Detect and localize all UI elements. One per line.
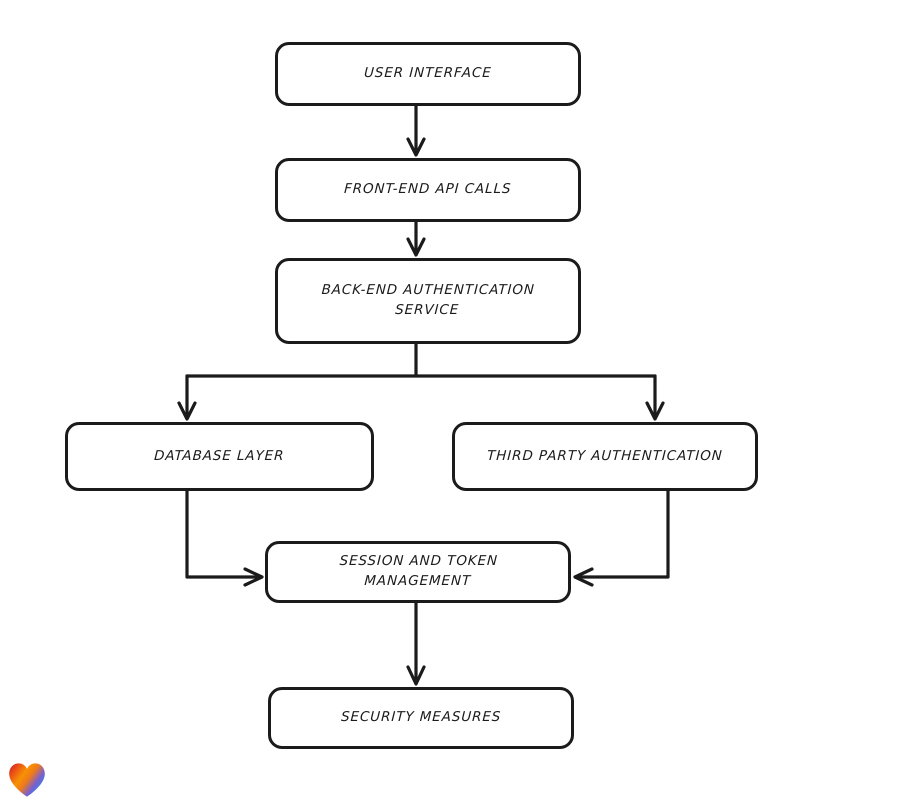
node-database-layer-label: Database Layer [153,447,286,464]
node-database-layer[interactable]: Database Layer [65,422,374,491]
edge-frontend-api-calls-to-backend-auth [406,220,426,257]
edge-backend-auth-split [177,342,665,421]
node-frontend-api-calls[interactable]: Front-End API Calls [275,158,581,222]
edge-user-interface-to-frontend-api-calls [406,104,426,157]
node-third-party-authentication[interactable]: Third Party Authentication [452,422,758,491]
node-session-and-token-management-label: Session and Token Management [338,553,499,589]
edge-database-layer-to-session-token [185,489,264,587]
node-security-measures-label: Security Measures [340,709,502,726]
node-user-interface-label: User Interface [363,65,493,82]
node-security-measures[interactable]: Security Measures [268,687,574,749]
heart-icon [9,763,45,797]
node-backend-authentication-service[interactable]: Back-End Authentication Service [275,258,581,344]
node-session-and-token-management[interactable]: Session and Token Management [265,541,571,603]
node-user-interface[interactable]: User Interface [275,42,581,106]
node-frontend-api-calls-label: Front-End API Calls [343,181,513,198]
edge-third-party-auth-to-session-token [573,489,670,587]
node-third-party-authentication-label: Third Party Authentication [486,447,724,464]
node-backend-authentication-service-label: Back-End Authentication Service [321,282,536,318]
edge-session-token-to-security-measures [406,601,426,686]
